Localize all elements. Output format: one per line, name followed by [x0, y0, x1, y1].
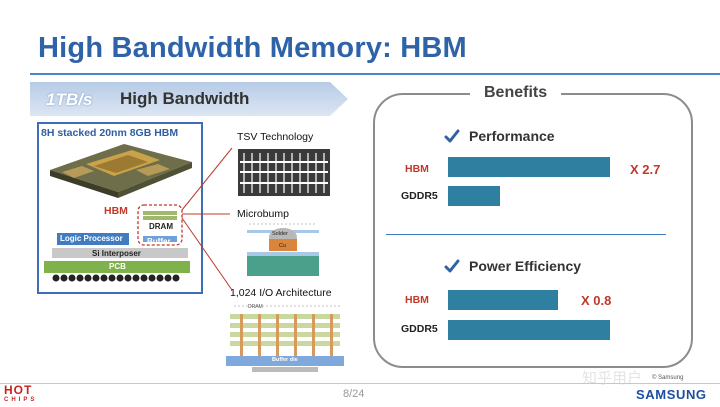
- banner-arrow-shape: [30, 82, 348, 116]
- banner-speed: 1TB/s: [46, 90, 93, 109]
- dram-label: DRAM: [149, 222, 173, 231]
- perf-hbm-bar: [448, 157, 610, 177]
- title-underline: [30, 73, 720, 75]
- perf-gddr5-label: GDDR5: [401, 190, 438, 202]
- hbm-label: HBM: [104, 205, 128, 217]
- io-architecture-image: [226, 305, 344, 372]
- buffer-die-label: Buffer die: [272, 357, 298, 363]
- benefits-title: Benefits: [470, 84, 562, 102]
- hbm-chip-photo: [50, 144, 192, 198]
- footer-rule: [0, 383, 720, 384]
- benefits-divider: [386, 234, 666, 235]
- si-interposer-label: Si Interposer: [92, 249, 141, 258]
- checkmark-icon: [444, 259, 460, 273]
- efficiency-title: Power Efficiency: [469, 258, 582, 274]
- page-number: 8/24: [343, 388, 365, 400]
- perf-hbm-label: HBM: [405, 163, 429, 175]
- hbm-stack-highlight: [137, 204, 183, 246]
- logic-processor-block: [57, 233, 129, 245]
- buffer-label: Buffer: [147, 237, 171, 246]
- pcb-block: [44, 261, 190, 273]
- eff-hbm-bar: [448, 290, 558, 310]
- slide-title: High Bandwidth Memory: HBM: [38, 32, 467, 64]
- si-interposer-block: [52, 248, 188, 258]
- eff-hbm-label: HBM: [405, 294, 429, 306]
- eff-hbm-multiplier: X 0.8: [581, 293, 612, 308]
- pcb-label: PCB: [109, 262, 126, 271]
- samsung-logo: SAMSUNG: [636, 387, 707, 402]
- logic-processor-label: Logic Processor: [60, 234, 123, 243]
- io-architecture-label: 1,024 I/O Architecture: [230, 287, 332, 299]
- tsv-image: [238, 149, 330, 196]
- hotchips-logo: HOT CHIPS: [4, 384, 48, 404]
- perf-gddr5-bar: [448, 186, 500, 206]
- chips-text: CHIPS: [4, 397, 38, 403]
- copyright-text: © Samsung: [652, 375, 684, 381]
- microbump-image: [247, 223, 319, 276]
- perf-hbm-multiplier: X 2.7: [630, 162, 661, 177]
- checkmark-icon: [444, 129, 460, 143]
- watermark-text: 知乎用户: [582, 370, 643, 387]
- dram-tag-label: DRAM: [248, 304, 263, 310]
- performance-title: Performance: [469, 128, 555, 144]
- eff-gddr5-bar: [448, 320, 610, 340]
- solder-label: Solder: [272, 231, 288, 237]
- bandwidth-banner: 1TB/s High Bandwidth: [30, 82, 348, 116]
- tsv-technology-label: TSV Technology: [237, 131, 314, 143]
- microbump-label: Microbump: [237, 208, 289, 220]
- eff-gddr5-label: GDDR5: [401, 323, 438, 335]
- hot-text: HOT: [4, 383, 33, 397]
- hbm-box-title: 8H stacked 20nm 8GB HBM: [41, 127, 179, 139]
- callout-lines: [181, 147, 233, 291]
- cu-label: Cu: [279, 243, 287, 249]
- solder-balls: [52, 274, 180, 282]
- banner-label: High Bandwidth: [120, 89, 250, 108]
